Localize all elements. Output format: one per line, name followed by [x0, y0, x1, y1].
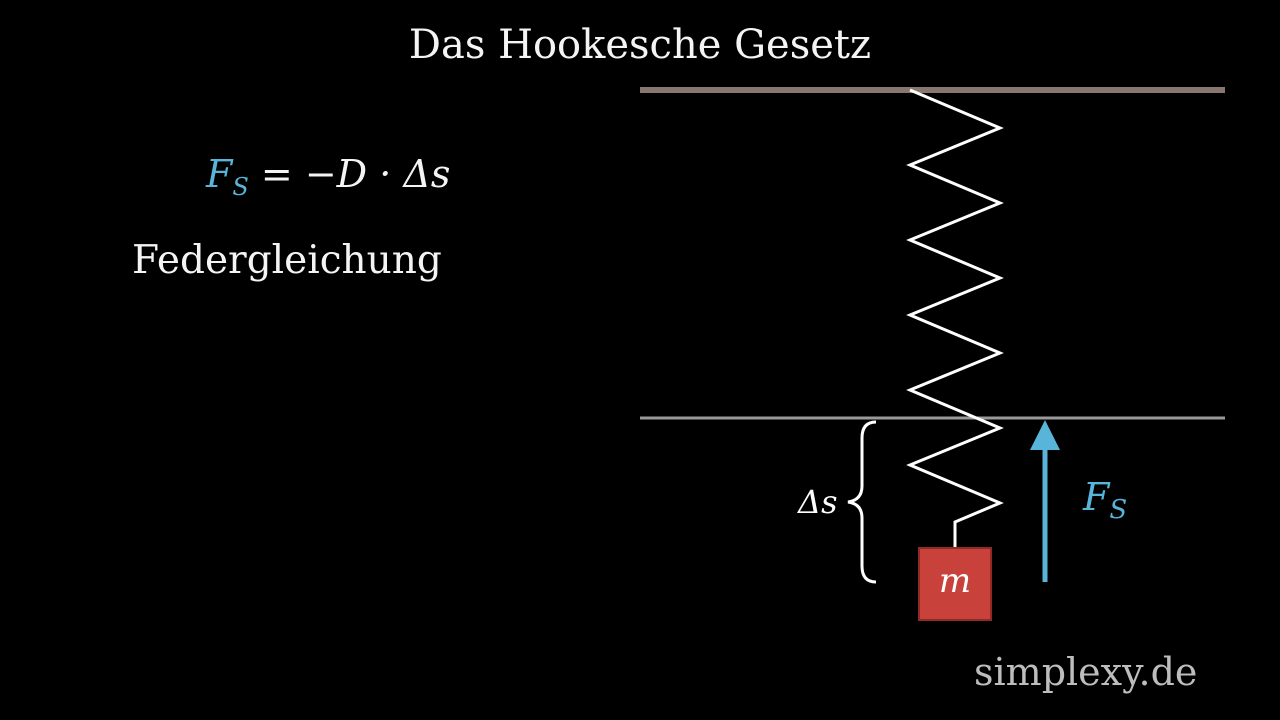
mass-block	[918, 547, 992, 621]
watermark-text: simplexy.de	[974, 650, 1198, 694]
force-label: FS	[1082, 475, 1127, 525]
force-arrow-head	[1030, 420, 1060, 450]
delta-s-label: Δs	[796, 483, 838, 521]
scene-title: Das Hookesche Gesetz	[408, 22, 872, 68]
formula-force-symbol: FS	[206, 152, 249, 201]
spring-coil	[906, 88, 1004, 548]
hooke-formula: FS = −D · Δs	[206, 152, 450, 201]
force-label-symbol: F	[1082, 475, 1111, 519]
delta-s-brace	[847, 420, 877, 584]
formula-caption: Federgleichung	[132, 238, 442, 283]
force-label-subscript: S	[1109, 495, 1127, 525]
mass-label: m	[939, 561, 971, 601]
formula-force-subscript: S	[232, 173, 249, 201]
formula-rhs: = −D · Δs	[260, 152, 451, 196]
